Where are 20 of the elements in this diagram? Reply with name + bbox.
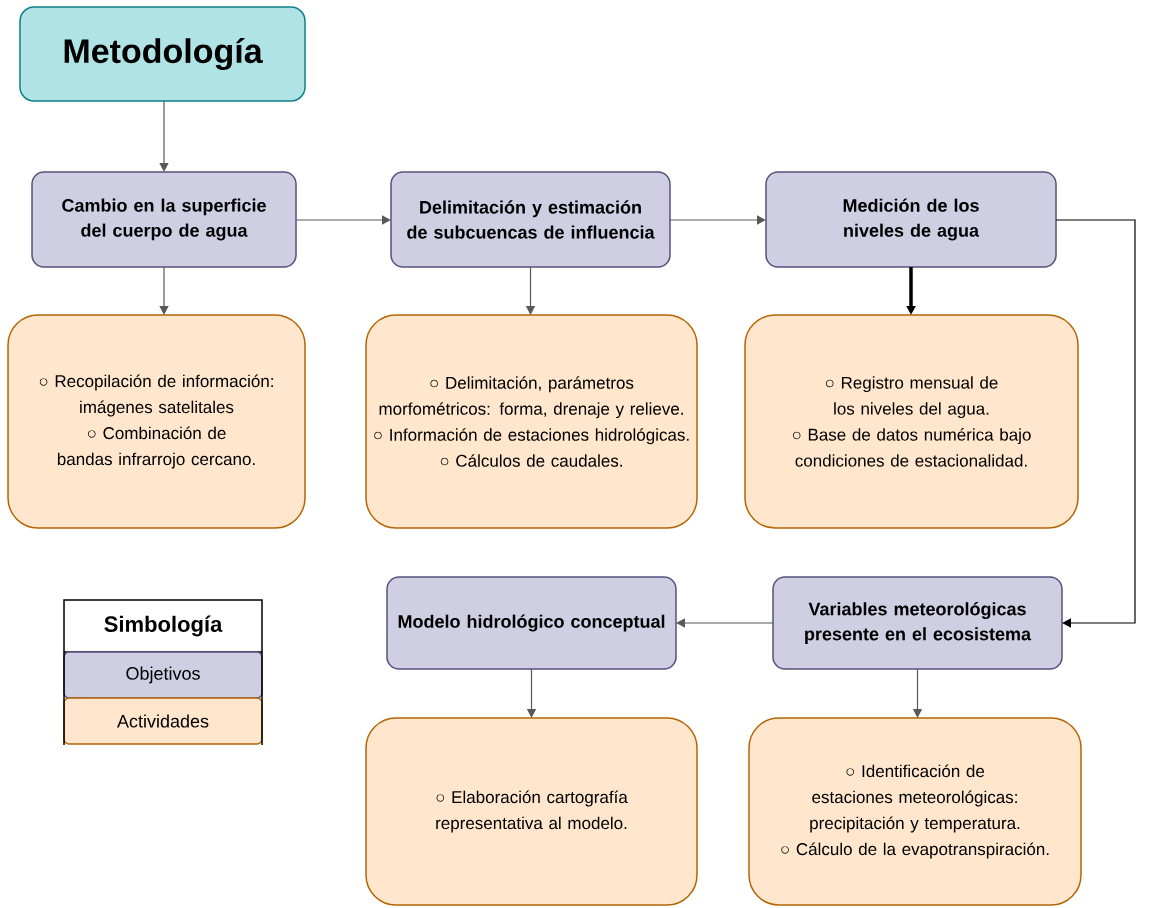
legend-label: Objetivos (126, 666, 200, 684)
objective-box: Delimitación y estimación de subcuencas de influencia (390, 171, 671, 268)
arrow (669, 215, 766, 225)
title-box: Metodología (19, 6, 306, 102)
activity-box: ○ Identificación de estaciones meteorológicas: precipitación y temperatura. ○ Cálculo de la evapotranspiración. (748, 717, 1082, 906)
legend-title: Simbología (63, 599, 263, 653)
activity-box: ○ Delimitación, parámetros morfométricos: forma, drenaje y relieve. ○ Información de estaciones hidrológicas. ○ Cálculos de caudales. (365, 314, 698, 529)
objective-box: Medición de los niveles de agua (765, 171, 1057, 268)
arrow (159, 266, 169, 315)
objective-box: Modelo hidrológico conceptual (386, 576, 677, 670)
objective-box: Cambio en la superficie del cuerpo de agua (31, 171, 297, 268)
activity-box: ○ Registro mensual de los niveles del agua. ○ Base de datos numérica bajo condiciones de estacionalidad. (744, 314, 1079, 529)
objective-box: Variables meteorológicas presente en el ecosistema (772, 576, 1063, 670)
activity-box: ○ Recopilación de información: imágenes satelitales ○ Combinación de bandas infrarrojo cercano. (7, 314, 306, 529)
legend-label: Actividades (117, 714, 209, 728)
arrow (295, 215, 391, 225)
arrow (159, 100, 169, 172)
activity-box: ○ Elaboración cartografía representativa al modelo. (365, 717, 698, 906)
arrow (676, 618, 774, 628)
arrow (1055, 219, 1136, 628)
